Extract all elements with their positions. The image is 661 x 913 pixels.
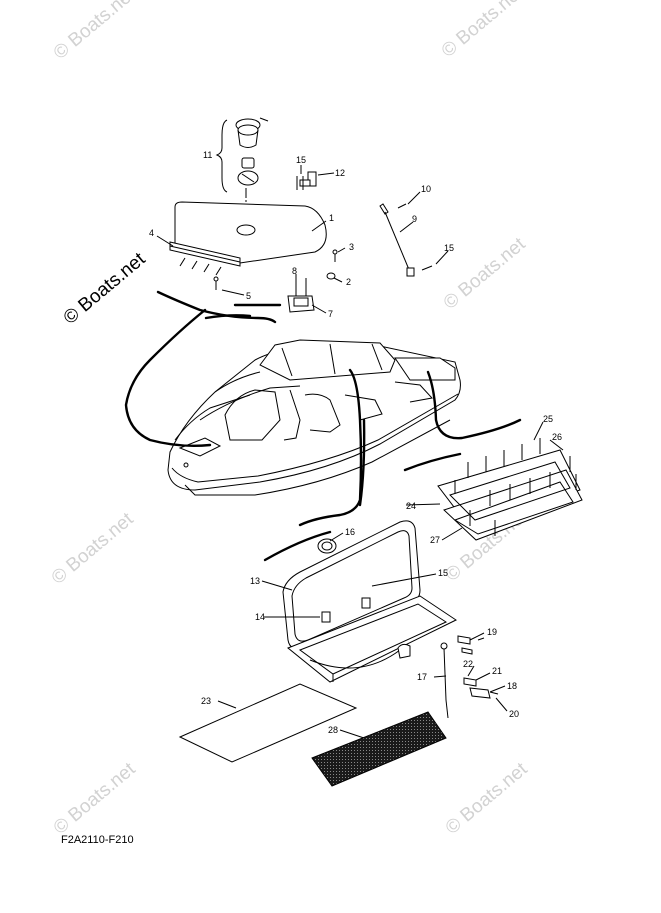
- callout-9: 9: [412, 214, 417, 224]
- textured-mat: [311, 711, 447, 787]
- watermark: © Boats.net: [442, 758, 532, 839]
- boat-hull: [167, 339, 461, 496]
- callout-15: 15: [438, 568, 448, 578]
- callout-3: 3: [349, 242, 354, 252]
- hinge-part: [296, 171, 317, 190]
- callout-8: 8: [292, 266, 297, 276]
- callout-17: 17: [417, 672, 427, 682]
- callout-15: 15: [296, 155, 306, 165]
- support-rod: [379, 203, 433, 277]
- callout-19: 19: [487, 627, 497, 637]
- cup-holder-assembly: [215, 117, 269, 228]
- callout-labels: 1 2 3 4 5 7 8 9 10 11 12 13 14 15 15 15 …: [149, 150, 562, 735]
- callout-2: 2: [346, 277, 351, 287]
- callout-15: 15: [444, 243, 454, 253]
- callout-16: 16: [345, 527, 355, 537]
- fasteners: [326, 249, 338, 280]
- callout-5: 5: [246, 291, 251, 301]
- cover-lid: [169, 201, 327, 290]
- watermark-main: © Boats.net: [60, 248, 150, 329]
- callout-18: 18: [507, 681, 517, 691]
- callout-26: 26: [552, 432, 562, 442]
- watermark: © Boats.net: [50, 758, 140, 839]
- callout-24: 24: [406, 501, 416, 511]
- callout-10: 10: [421, 184, 431, 194]
- gas-strut: [440, 642, 449, 719]
- callout-22: 22: [463, 659, 473, 669]
- callout-20: 20: [509, 709, 519, 719]
- leader-lines: [156, 165, 564, 739]
- callout-27: 27: [430, 535, 440, 545]
- watermark: © Boats.net: [438, 0, 528, 62]
- figure-code: F2A2110-F210: [61, 834, 134, 846]
- screw-set: [454, 438, 577, 536]
- cables: [124, 290, 522, 562]
- latch-block: [287, 278, 315, 313]
- callout-12: 12: [335, 168, 345, 178]
- callout-21: 21: [492, 666, 502, 676]
- callout-28: 28: [328, 725, 338, 735]
- hatch-frame: [437, 438, 583, 541]
- compartment-base: [287, 595, 457, 683]
- callout-25: 25: [543, 414, 553, 424]
- callout-13: 13: [250, 576, 260, 586]
- callout-4: 4: [149, 228, 154, 238]
- bracket-hardware: [457, 635, 499, 699]
- watermark: © Boats.net: [48, 508, 138, 589]
- callout-23: 23: [201, 696, 211, 706]
- callout-7: 7: [328, 309, 333, 319]
- callout-14: 14: [255, 612, 265, 622]
- screw-set: [179, 257, 222, 290]
- watermark: © Boats.net: [50, 0, 140, 64]
- floor-mat: [178, 683, 358, 763]
- callout-11: 11: [203, 150, 212, 160]
- callout-1: 1: [329, 213, 334, 223]
